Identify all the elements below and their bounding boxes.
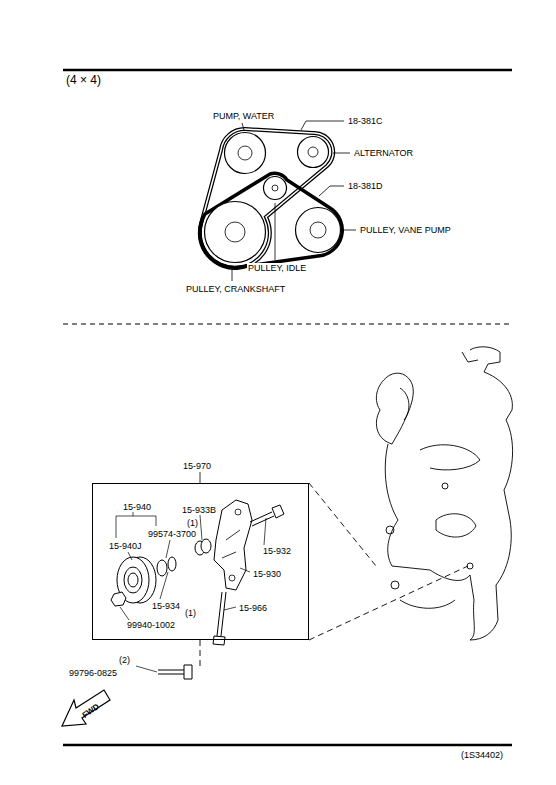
guide-line — [200, 640, 201, 666]
washer — [168, 557, 176, 571]
pulley-rim — [264, 177, 287, 200]
pulley-outline — [295, 207, 341, 253]
bottom-rule — [63, 744, 512, 747]
figure-code: (1S34402) — [460, 750, 504, 760]
bracket — [214, 500, 252, 590]
part-name: PUMP, WATER — [212, 111, 275, 121]
leader-line — [224, 607, 236, 610]
leader-line — [344, 230, 356, 231]
spacer — [201, 539, 211, 553]
callout-number: 15-933B — [181, 505, 217, 515]
callout-number: 99796-0825 — [68, 668, 118, 678]
leader-line — [242, 123, 244, 130]
pulley-rim — [225, 133, 266, 174]
leader-line — [160, 572, 168, 599]
engine-outline — [376, 347, 512, 640]
pulley-outline — [224, 132, 266, 174]
leader-line — [200, 472, 201, 483]
pulley-outline — [204, 201, 266, 263]
pulley: ALTERNATOR — [297, 136, 329, 168]
leader-line — [333, 153, 350, 154]
pulley-rim — [296, 208, 341, 253]
callout-number: 15-966 — [238, 603, 268, 613]
pulley: PULLEY, VANE PUMP — [295, 207, 341, 253]
title: (4 × 4) — [65, 74, 102, 87]
callout-number: 15-930 — [252, 569, 282, 579]
direction-arrow — [62, 690, 110, 726]
leader-line — [200, 515, 202, 540]
pulley-hub — [272, 185, 278, 191]
part-name: ALTERNATOR — [353, 148, 414, 158]
pulley-hub — [225, 222, 245, 242]
belt — [200, 173, 342, 267]
bolt-head — [213, 636, 225, 645]
bolt — [158, 670, 184, 674]
bracket-edge — [222, 530, 240, 558]
callout-number: 18-381D — [347, 181, 384, 191]
callout-number: 99940-1002 — [126, 620, 176, 630]
pulley-hub — [238, 146, 252, 160]
leader-line — [301, 121, 344, 130]
part-name: PULLEY, VANE PUMP — [359, 225, 452, 235]
callout-number: 15-970 — [182, 461, 212, 471]
callout-number: 15-934 — [151, 601, 181, 611]
leader-line — [120, 607, 129, 620]
leader-line — [319, 186, 344, 196]
callout-number: 15-940 — [122, 502, 152, 512]
top-rule — [63, 69, 512, 72]
callout-number: (2) — [118, 655, 131, 665]
bracket-hole — [235, 509, 241, 515]
callout-number: 15-932 — [262, 546, 292, 556]
guide-line — [309, 566, 468, 640]
leader-line — [128, 552, 132, 560]
callout-number: 99574-3700 — [147, 529, 197, 539]
pulley-outline — [263, 176, 287, 200]
leader-line — [264, 518, 266, 545]
leader-line — [166, 540, 170, 558]
callout-number: 18-381C — [347, 116, 384, 126]
pulley-hub — [308, 147, 318, 157]
callout-number: (1) — [186, 518, 199, 528]
pulley-rim — [298, 137, 329, 168]
guide-line — [309, 483, 376, 566]
nut — [111, 592, 126, 606]
callout-number: 15-940J — [108, 541, 143, 551]
part-name: PULLEY, CRANKSHAFT — [185, 284, 286, 294]
bolt — [217, 592, 226, 636]
bracket-hole — [229, 575, 235, 581]
leader-line — [136, 666, 157, 672]
bearing — [157, 560, 167, 576]
bolt — [250, 512, 274, 526]
pulley-hub — [310, 222, 326, 238]
pulley-rim — [205, 202, 266, 263]
leader-line — [232, 266, 233, 281]
leader-line — [240, 568, 250, 572]
part-name: PULLEY, IDLE — [247, 263, 307, 273]
divider — [63, 324, 512, 325]
bolt-head — [272, 505, 284, 518]
leader-line — [275, 203, 276, 260]
pulley: PULLEY, IDLE — [263, 176, 287, 200]
pulley: PULLEY, CRANKSHAFT — [204, 201, 266, 263]
pulley: PUMP, WATER — [224, 132, 266, 174]
callout-number: (1) — [184, 608, 197, 618]
pulley-outline — [297, 136, 329, 168]
bolt-head — [184, 665, 192, 679]
